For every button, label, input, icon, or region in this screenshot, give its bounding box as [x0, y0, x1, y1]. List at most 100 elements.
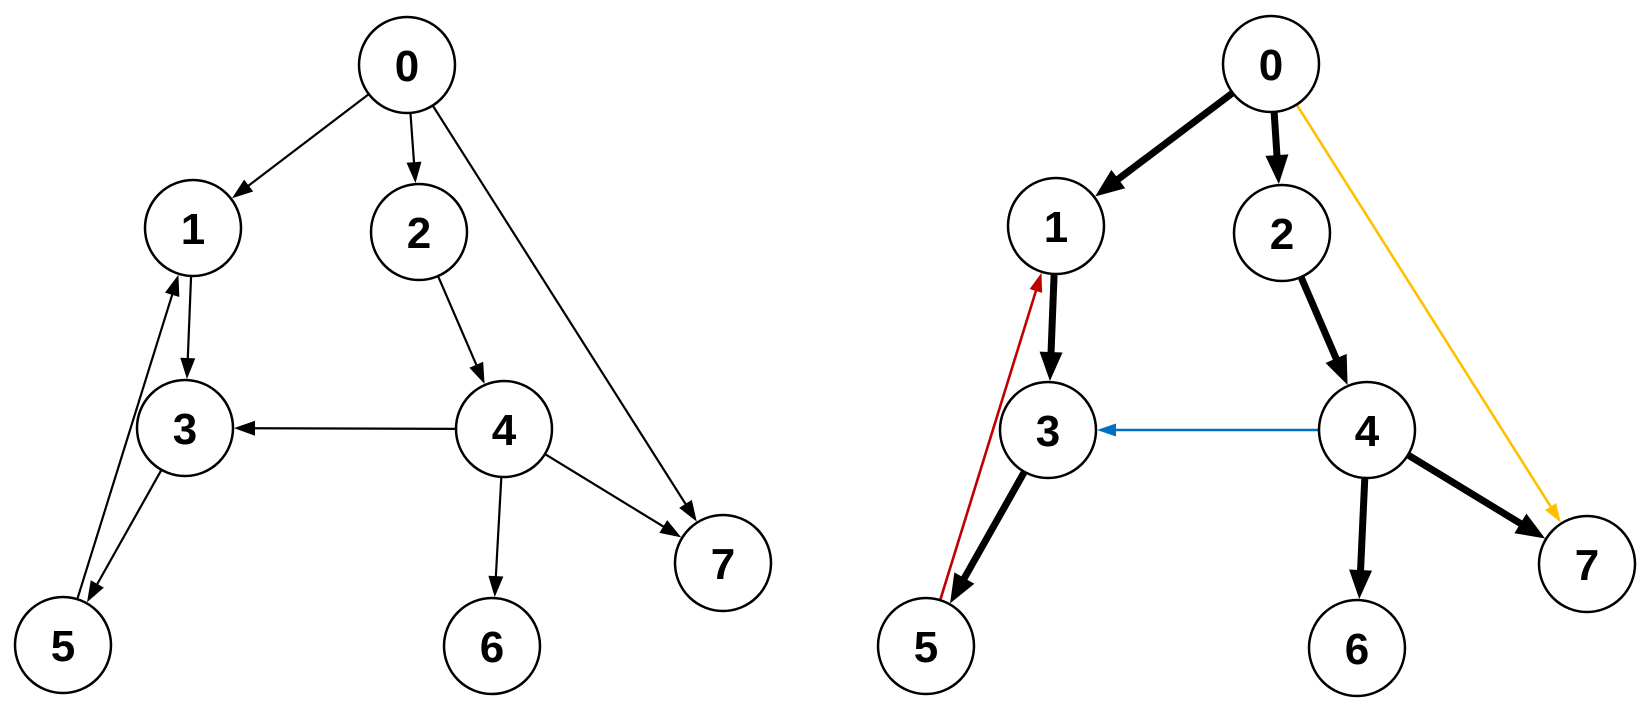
edge-2-4: [1298, 276, 1348, 386]
arrowhead-icon: [679, 499, 697, 522]
graph-node-1: 1: [143, 178, 243, 278]
edge-1-3: [180, 276, 196, 380]
edge-0-2: [1265, 112, 1289, 185]
edge-line: [432, 105, 691, 511]
node-circle: [357, 15, 457, 115]
arrowhead-icon: [1265, 154, 1289, 185]
graph-node-4: 4: [1317, 380, 1417, 480]
edge-line: [92, 470, 162, 591]
arrowhead-icon: [233, 420, 256, 436]
edge-3-5: [87, 470, 162, 603]
node-label: 0: [1259, 41, 1283, 90]
graph-node-3: 3: [998, 380, 1098, 480]
arrowhead-icon: [488, 575, 504, 598]
node-label: 4: [1355, 407, 1380, 456]
node-circle: [673, 513, 773, 613]
node-circle: [135, 378, 235, 478]
node-label: 2: [1270, 210, 1294, 259]
right-graph: 0 1 2 3 4 5 6 7: [876, 14, 1637, 698]
edge-5-1: [76, 274, 180, 599]
edge-0-1: [231, 93, 369, 199]
edge-line: [437, 276, 481, 372]
arrowhead-icon: [1029, 272, 1043, 293]
edge-line: [247, 427, 456, 430]
arrowhead-icon: [406, 161, 422, 184]
edge-0-7: [1296, 104, 1561, 523]
arrowhead-icon: [659, 520, 682, 538]
arrowhead-icon: [1325, 353, 1348, 386]
edge-line: [76, 287, 176, 599]
arrowhead-icon: [1545, 503, 1561, 523]
edge-4-7: [545, 453, 682, 538]
graph-node-7: 7: [1537, 514, 1637, 614]
edge-line: [409, 113, 416, 170]
graph-node-7: 7: [673, 513, 773, 613]
graph-node-2: 2: [1232, 183, 1332, 283]
edge-3-5: [950, 470, 1027, 604]
node-label: 6: [1345, 625, 1369, 674]
edge-0-7: [432, 105, 697, 522]
node-label: 7: [1575, 541, 1599, 590]
arrowhead-icon: [1514, 513, 1546, 539]
graph-node-2: 2: [369, 182, 469, 282]
node-label: 3: [173, 405, 197, 454]
node-label: 5: [914, 623, 938, 672]
graph-node-0: 0: [1221, 14, 1321, 114]
edge-line: [186, 276, 193, 366]
edge-4-6: [1349, 478, 1373, 600]
node-circle: [1232, 183, 1332, 283]
edge-4-7: [1407, 452, 1546, 539]
edge-4-6: [488, 477, 504, 598]
graph-node-3: 3: [135, 378, 235, 478]
node-circle: [876, 596, 976, 696]
edge-4-3: [233, 420, 456, 436]
node-label: 1: [181, 205, 205, 254]
node-label: 4: [492, 406, 517, 455]
node-label: 7: [711, 540, 735, 589]
node-label: 6: [480, 623, 504, 672]
node-label: 3: [1036, 407, 1060, 456]
node-circle: [369, 182, 469, 282]
edge-1-3: [1039, 274, 1063, 382]
arrowhead-icon: [1095, 169, 1126, 197]
arrowhead-icon: [165, 274, 180, 298]
graph-node-6: 6: [1307, 598, 1407, 698]
edge-line: [1108, 90, 1234, 188]
node-circle: [442, 596, 542, 696]
edge-line: [1407, 452, 1531, 532]
graph-node-5: 5: [876, 596, 976, 696]
edge-line: [242, 93, 369, 191]
edge-2-4: [437, 276, 485, 385]
left-graph: 0 1 2 3 4 5 6 7: [13, 15, 773, 696]
graph-node-4: 4: [454, 379, 554, 479]
edge-0-2: [406, 113, 422, 184]
node-label: 0: [395, 42, 419, 91]
node-circle: [13, 595, 113, 695]
graph-node-1: 1: [1006, 176, 1106, 276]
node-circle: [1307, 598, 1407, 698]
edge-line: [545, 453, 671, 532]
arrowhead-icon: [1039, 351, 1063, 382]
node-circle: [143, 178, 243, 278]
node-label: 1: [1044, 203, 1068, 252]
edge-line: [494, 477, 503, 584]
edge-line: [1356, 478, 1369, 581]
node-circle: [1221, 14, 1321, 114]
arrowhead-icon: [231, 179, 254, 199]
edge-4-3: [1097, 423, 1318, 437]
graph-node-5: 5: [13, 595, 113, 695]
node-circle: [1006, 176, 1106, 276]
edge-line: [1298, 276, 1344, 370]
edge-line: [1296, 104, 1556, 513]
arrowhead-icon: [1349, 569, 1373, 600]
arrowhead-icon: [87, 580, 104, 603]
graph-node-0: 0: [357, 15, 457, 115]
node-label: 5: [51, 622, 75, 671]
node-circle: [454, 379, 554, 479]
graph-node-6: 6: [442, 596, 542, 696]
node-label: 2: [407, 209, 431, 258]
node-circle: [998, 380, 1098, 480]
node-circle: [1317, 380, 1417, 480]
